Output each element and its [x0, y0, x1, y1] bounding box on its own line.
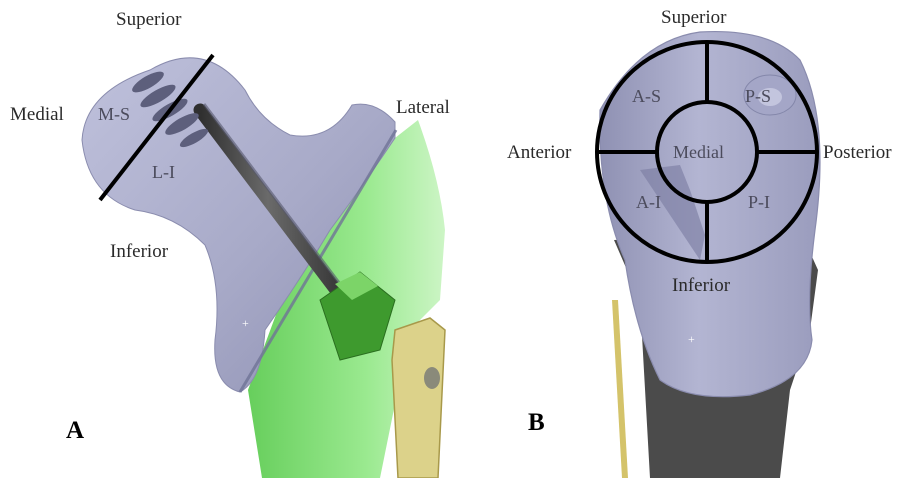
plate-screw-hole — [424, 367, 440, 389]
label-li: L-I — [152, 163, 175, 181]
label-inferior-b: Inferior — [672, 276, 730, 295]
label-inferior-a: Inferior — [110, 242, 168, 261]
panel-b-graphic: + — [597, 32, 820, 478]
label-posterior: Posterior — [823, 143, 892, 162]
label-ai: A-I — [636, 193, 661, 211]
label-ps: P-S — [745, 87, 771, 105]
label-medial-b: Medial — [673, 143, 724, 161]
panel-letter-a: A — [66, 418, 84, 443]
label-superior-b: Superior — [661, 8, 726, 27]
gold-side-plate — [392, 318, 445, 478]
label-as: A-S — [632, 87, 661, 105]
gold-plate-edge — [612, 300, 628, 478]
panel-letter-b: B — [528, 410, 545, 435]
label-pi: P-I — [748, 193, 770, 211]
label-anterior: Anterior — [507, 143, 571, 162]
center-cross-marker-b: + — [688, 332, 695, 346]
center-cross-marker: + — [242, 316, 249, 330]
label-lateral-a: Lateral — [396, 98, 450, 117]
label-superior-a: Superior — [116, 10, 181, 29]
panel-a-graphic: + — [82, 55, 445, 478]
label-medial-a: Medial — [10, 105, 64, 124]
label-ms: M-S — [98, 105, 130, 123]
